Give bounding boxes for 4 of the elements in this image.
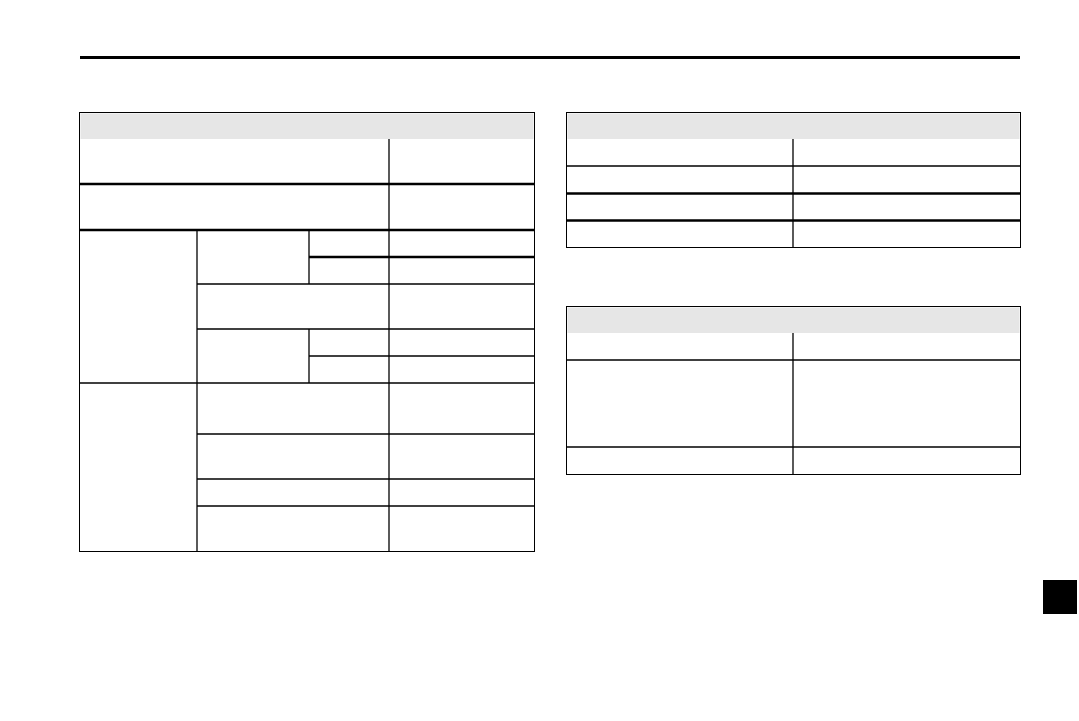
empty-table: [566, 306, 1021, 475]
empty-table: [566, 112, 1021, 248]
empty-table: [79, 112, 535, 552]
page-tab-marker: [1043, 580, 1077, 614]
